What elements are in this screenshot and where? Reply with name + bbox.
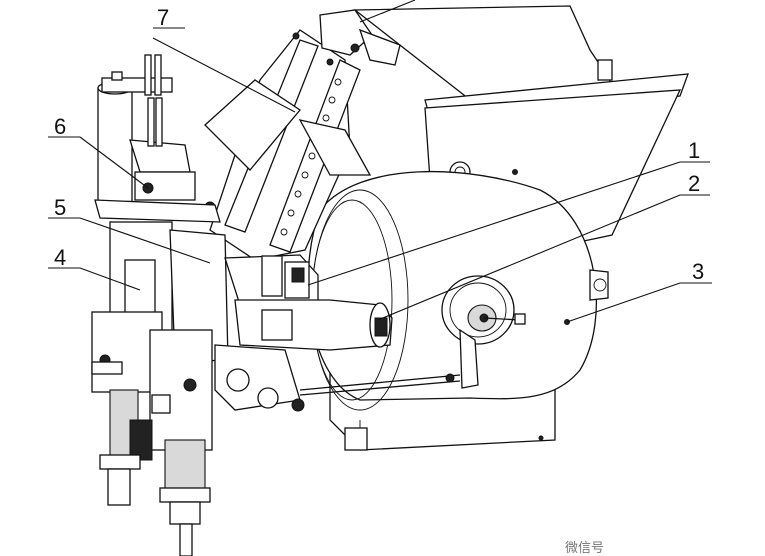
callout-5: 5 [54, 195, 66, 220]
callout-6: 6 [54, 114, 66, 139]
callout-4: 4 [54, 245, 66, 270]
watermark-text: 微信号 [565, 541, 604, 556]
callout-leaders [48, 0, 712, 323]
hand-wheel [441, 275, 526, 389]
callout-2: 2 [688, 171, 700, 196]
inclined-feeder-arm [204, 9, 401, 261]
motor-gearbox [214, 254, 461, 412]
callout-1: 1 [688, 138, 700, 163]
callout-3: 3 [692, 259, 704, 284]
vertical-column-assembly [91, 54, 229, 556]
callout-7: 7 [157, 5, 169, 30]
